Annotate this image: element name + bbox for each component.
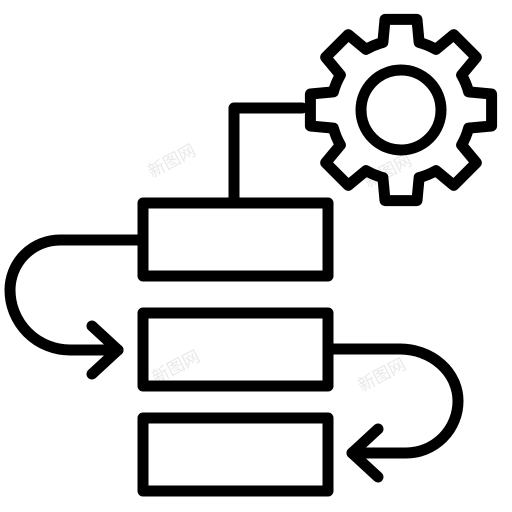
watermark-text: 新图网 xyxy=(355,355,409,397)
gear-icon xyxy=(304,13,498,207)
process-box-top xyxy=(137,197,334,282)
gear-outline xyxy=(304,13,498,207)
watermark-text: 新图网 xyxy=(145,141,199,183)
loop-arrow-right-path xyxy=(325,343,464,459)
loop-arrow-left-icon xyxy=(4,234,146,380)
gear-hub xyxy=(355,64,447,156)
connector-line xyxy=(228,102,308,206)
loop-arrow-left-path xyxy=(4,234,146,356)
arrowhead-left xyxy=(346,423,384,483)
arrowhead-right xyxy=(86,320,124,380)
loop-arrow-right-icon xyxy=(325,343,464,483)
process-box-bottom xyxy=(137,412,334,497)
